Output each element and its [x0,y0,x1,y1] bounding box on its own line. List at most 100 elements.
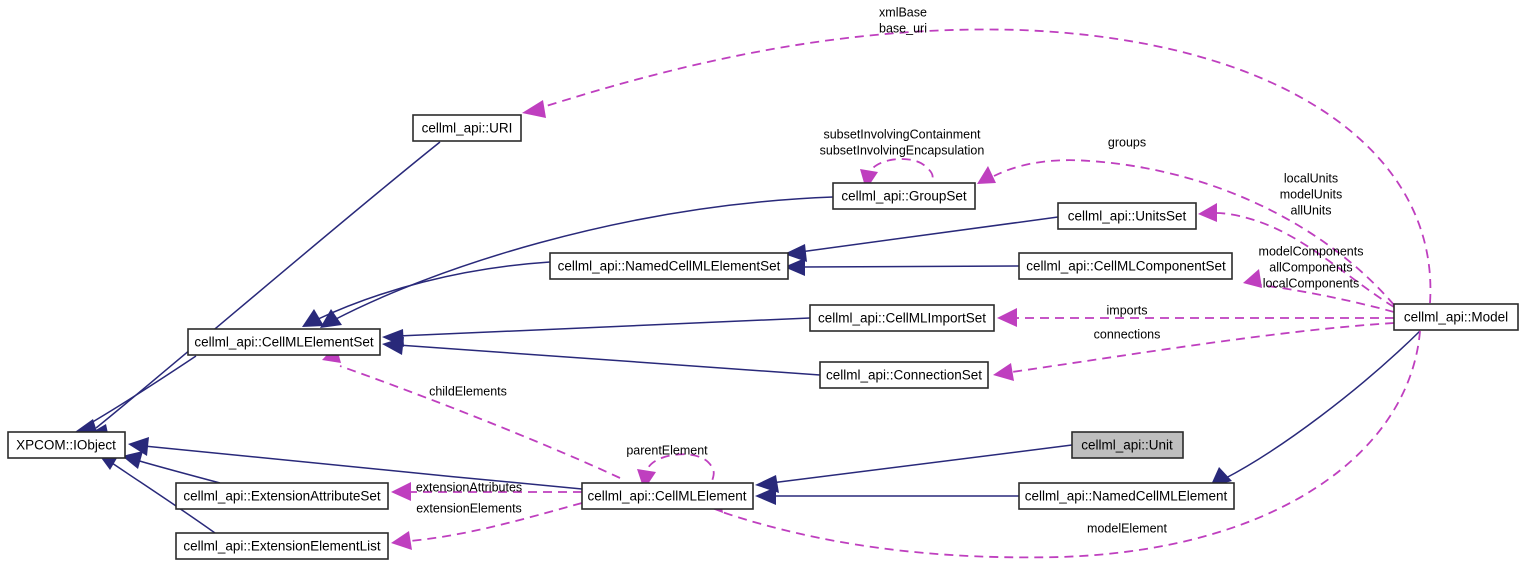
arrowhead-assoc-units [1198,203,1217,222]
edge-namedelementset-to-elementset [315,261,551,321]
edge-label-line: modelComponents [1259,244,1364,258]
edge-label-line: connections [1094,327,1161,341]
edge-label-groups: groups [1108,135,1146,149]
edge-label-modelelement: modelElement [1087,521,1167,535]
class-node-label: cellml_api::NamedCellMLElementSet [558,259,781,274]
edge-label-line: base_uri [879,21,927,35]
inheritance-edges [72,141,1421,534]
edge-assoc-subsets [868,158,934,182]
edge-label-extensionattributes: extensionAttributes [416,480,522,494]
class-node-model[interactable]: cellml_api::Model [1393,303,1519,331]
arrowhead-unitsset-to-namedelementset [784,244,807,262]
class-node-namedcellmlelementset[interactable]: cellml_api::NamedCellMLElementSet [549,252,789,280]
edge-label-line: groups [1108,135,1146,149]
edge-label-imports: imports [1107,303,1148,317]
class-node-label: cellml_api::CellMLImportSet [818,311,986,326]
class-node-cellmlimportset[interactable]: cellml_api::CellMLImportSet [809,304,995,332]
edge-elementset-to-iobject [83,355,197,428]
edge-label-line: extensionAttributes [416,480,522,494]
edge-connectionset-to-elementset [397,344,821,376]
arrowhead-namedelement-to-cellmlelement [755,487,776,505]
edge-label-line: localUnits [1284,171,1338,185]
arrowhead-assoc-xmlbase [522,100,546,118]
class-node-cellmlelementset[interactable]: cellml_api::CellMLElementSet [187,328,381,356]
edge-importset-to-elementset [397,317,811,337]
edge-label-line: childElements [429,384,507,398]
class-node-extensionattributeset[interactable]: cellml_api::ExtensionAttributeSet [175,482,389,510]
edge-label-line: subsetInvolvingContainment [823,127,981,141]
edge-unitsset-to-namedelementset [799,216,1059,253]
class-node-label: cellml_api::ConnectionSet [826,368,982,383]
edge-label-line: subsetInvolvingEncapsulation [820,143,985,157]
arrowhead-model-to-namedelement [1210,467,1232,487]
class-node-unitsset[interactable]: cellml_api::UnitsSet [1057,202,1197,230]
edge-extensionelementlist-to-iobject [111,462,216,534]
edge-cellmlelement-to-iobject [143,445,583,490]
arrowhead-namedelementset-to-elementset [302,309,324,327]
class-node-cellmlcomponentset[interactable]: cellml_api::CellMLComponentSet [1018,252,1233,280]
edge-label-components: modelComponents allComponents localCompo… [1259,244,1364,290]
edge-assoc-modelelement [721,330,1421,559]
edge-assoc-extensionelements [409,502,583,542]
arrowhead-assoc-imports [997,308,1017,327]
class-node-label: cellml_api::UnitsSet [1068,209,1187,224]
edge-extensionattributeset-to-iobject [135,459,221,484]
edge-label-subsets: subsetInvolvingContainment subsetInvolvi… [820,127,985,157]
class-node-label: cellml_api::NamedCellMLElement [1025,489,1228,504]
arrowhead-assoc-extensionattributes [391,482,411,501]
edge-label-childelements: childElements [429,384,507,398]
edge-label-line: localComponents [1263,276,1360,290]
edge-assoc-parentelement [645,453,715,482]
edge-label-units: localUnits modelUnits allUnits [1280,171,1343,217]
class-node-label: cellml_api::URI [422,121,513,136]
class-node-label: cellml_api::CellMLComponentSet [1026,259,1226,274]
edge-label-line: modelUnits [1280,187,1343,201]
edge-label-extensionelements: extensionElements [416,501,522,515]
edge-label-line: imports [1107,303,1148,317]
class-node-label: cellml_api::ExtensionAttributeSet [183,489,381,504]
association-edges [322,28,1432,559]
class-node-namedcellmlelement[interactable]: cellml_api::NamedCellMLElement [1018,482,1235,510]
edge-label-line: xmlBase [879,5,927,19]
class-nodes: cellml_api::URI cellml_api::GroupSet cel… [7,114,1519,560]
class-node-groupset[interactable]: cellml_api::GroupSet [832,182,976,210]
arrowhead-assoc-parentelement [637,469,656,490]
class-node-unit[interactable]: cellml_api::Unit [1071,431,1184,459]
edge-assoc-components [1259,284,1395,313]
edge-label-line: modelElement [1087,521,1167,535]
edge-label-line: allComponents [1269,260,1352,274]
class-node-label: cellml_api::CellMLElementSet [194,335,374,350]
class-node-label: cellml_api::CellMLElement [587,489,746,504]
class-node-uri[interactable]: cellml_api::URI [412,114,522,142]
class-node-xpcom-iobject[interactable]: XPCOM::IObject [7,431,126,459]
arrowhead-assoc-components [1243,269,1262,288]
edge-groupset-to-elementset [333,196,834,321]
edge-labels: xmlBase base_uri subsetInvolvingContainm… [416,5,1364,535]
edge-assoc-groups [993,159,1395,306]
edge-label-connections: connections [1094,327,1161,341]
class-node-label: cellml_api::ExtensionElementList [183,539,381,554]
edge-label-line: allUnits [1291,203,1332,217]
edge-label-line: extensionElements [416,501,522,515]
edge-label-parentelement: parentElement [626,443,708,457]
class-node-label: cellml_api::Model [1404,310,1508,325]
edge-assoc-xmlbase [539,28,1432,304]
arrowhead-extensionattributeset-to-iobject [122,451,143,469]
class-node-label: cellml_api::GroupSet [841,189,967,204]
edge-componentset-to-namedelementset [799,265,1020,268]
edge-unit-to-cellmlelement [770,444,1073,484]
edge-assoc-connections [1011,322,1395,373]
edge-label-xmlbase: xmlBase base_uri [879,5,927,35]
class-node-extensionelementlist[interactable]: cellml_api::ExtensionElementList [175,532,389,560]
arrowhead-cellmlelement-to-iobject [128,437,149,456]
arrowhead-groupset-to-elementset [320,309,342,328]
arrowhead-assoc-extensionelements [391,531,412,550]
class-node-connectionset[interactable]: cellml_api::ConnectionSet [819,361,989,389]
arrowhead-connectionset-to-elementset [382,337,404,355]
class-node-label: cellml_api::Unit [1081,438,1173,453]
arrowhead-assoc-connections [993,363,1014,381]
class-node-cellmlelement[interactable]: cellml_api::CellMLElement [581,482,754,510]
edge-label-line: parentElement [626,443,708,457]
